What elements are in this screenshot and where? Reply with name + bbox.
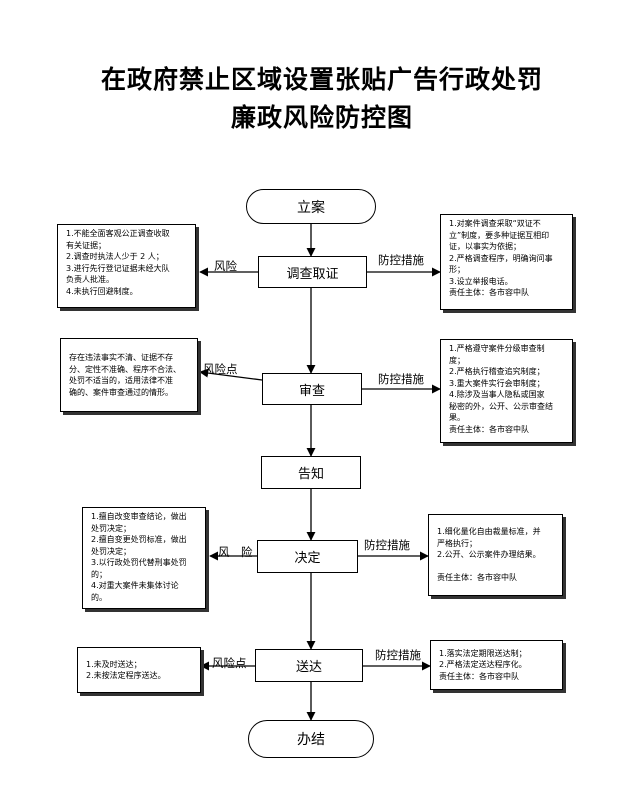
risk-label-deliver: 风险点	[212, 656, 247, 670]
risk-note-decide: 1.擅自改变审查结论，做出 处罚决定； 2.擅自变更处罚标准，做出 处罚决定； …	[82, 507, 206, 609]
note-line: 4.对重大案件未集体讨论	[91, 581, 179, 590]
note-line: 3.以行政处罚代替刑事处罚	[91, 558, 187, 567]
note-line: 度；	[449, 355, 465, 365]
note-line: 1.擅自改变审查结论，做出	[91, 512, 187, 521]
note-line: 2.调查时执法人少于 2 人；	[66, 252, 164, 261]
note-line: 4.除涉及当事人隐私或国家	[449, 390, 545, 399]
note-line: 4.未执行回避制度。	[66, 286, 138, 296]
risk-note-investigate: 1.不能全面客观公正调查收取 有关证据； 2.调查时执法人少于 2 人； 3.进…	[57, 224, 196, 308]
node-start: 立案	[246, 189, 376, 224]
node-notify: 告知	[261, 456, 361, 489]
note-line: 负责人批准。	[66, 275, 114, 284]
node-deliver: 送达	[255, 649, 363, 682]
risk-label-decide: 风 险	[218, 545, 253, 559]
control-note-review: 1.严格遵守案件分级审查制 度； 2.严格执行稽查追究制度； 3.重大案件实行会…	[440, 339, 573, 443]
note-line: 秘密的外，公开、公示审查结	[449, 401, 553, 411]
node-end: 办结	[248, 720, 374, 758]
note-line: 的；	[91, 569, 107, 579]
note-line: 的。	[91, 592, 107, 602]
note-line: 责任主体：各市容中队	[449, 288, 529, 297]
note-line: 证，以事实为依据；	[449, 242, 521, 251]
note-line: 3.重大案件实行会审制度；	[449, 378, 545, 388]
page-title-line2: 廉政风险防控图	[230, 103, 413, 132]
note-line: 1.落实法定期限送达制；	[439, 648, 527, 658]
note-line: 确的、案件审查通过的情形。	[69, 387, 173, 397]
note-line: 2.严格调查程序，明确询问事	[449, 253, 553, 263]
note-line: 果。	[449, 413, 465, 422]
note-line: 1.细化量化自由裁量标准，并	[437, 527, 541, 537]
note-line: 立”制度，要多种证据互相印	[449, 230, 550, 240]
note-line: 2.严格执行稽查追究制度；	[449, 367, 545, 376]
risk-note-review: 存在违法事实不清、证据不存 分、定性不准确、程序不合法、 处罚不适当的，适用法律…	[60, 338, 198, 412]
control-note-deliver: 1.落实法定期限送达制； 2.严格法定送达程序化。 责任主体：各市容中队	[430, 640, 563, 690]
page-title-line1: 在政府禁止区域设置张贴广告行政处罚	[100, 65, 543, 94]
control-label-review: 防控措施	[378, 372, 424, 386]
note-line: 1.不能全面客观公正调查收取	[66, 229, 170, 238]
note-line: 责任主体：各市容中队	[437, 573, 517, 583]
note-line: 处罚不适当的，适用法律不准	[69, 376, 173, 385]
arrow-risk-review	[199, 368, 263, 381]
risk-note-deliver: 1.未及时送达； 2.未按法定程序送达。	[77, 647, 201, 693]
node-investigate: 调查取证	[258, 256, 367, 288]
note-line: 责任主体：各市容中队	[439, 671, 519, 681]
risk-label-investigate: 风险	[214, 259, 237, 273]
note-line: 1.对案件调查采取“双证不	[449, 219, 541, 228]
note-line: 责任主体：各市容中队	[449, 424, 529, 434]
note-line: 形；	[449, 265, 465, 274]
node-review: 审查	[262, 373, 362, 405]
note-line: 处罚决定；	[91, 523, 131, 533]
note-line: 3.设立举报电话。	[449, 276, 513, 286]
note-line: 严格执行；	[437, 538, 477, 548]
note-line: 2.擅自变更处罚标准，做出	[91, 535, 187, 544]
control-label-deliver: 防控措施	[375, 648, 421, 662]
note-line: 3.进行先行登记证据未经大队	[66, 263, 170, 273]
note-line: 2.公开、公示案件办理结果。	[437, 550, 541, 560]
control-label-investigate: 防控措施	[378, 253, 424, 267]
note-line: 2.严格法定送达程序化。	[439, 660, 527, 670]
risk-label-review: 风险点	[203, 362, 238, 376]
node-decide: 决定	[257, 540, 358, 573]
note-line: 有关证据；	[66, 240, 106, 250]
control-note-decide: 1.细化量化自由裁量标准，并 严格执行； 2.公开、公示案件办理结果。 责任主体…	[428, 514, 563, 596]
control-label-decide: 防控措施	[364, 538, 410, 552]
note-line: 存在违法事实不清、证据不存	[69, 353, 173, 362]
note-line: 2.未按法定程序送达。	[86, 671, 166, 680]
note-line: 分、定性不准确、程序不合法、	[69, 364, 181, 374]
note-line	[437, 561, 556, 573]
note-line: 处罚决定；	[91, 546, 131, 556]
control-note-investigate: 1.对案件调查采取“双证不 立”制度，要多种证据互相印 证，以事实为依据； 2.…	[440, 214, 573, 310]
note-line: 1.未及时送达；	[86, 659, 142, 669]
note-line: 1.严格遵守案件分级审查制	[449, 344, 545, 353]
